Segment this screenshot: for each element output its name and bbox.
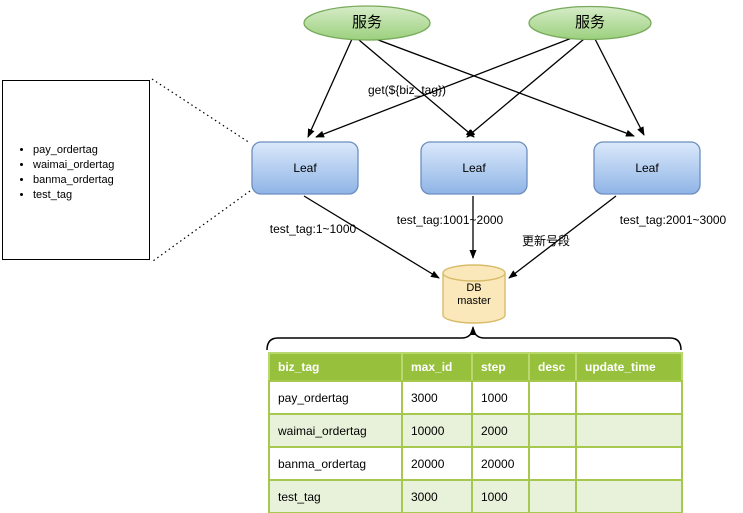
col-header-step: step <box>471 352 530 382</box>
segment-edge-label-3: test_tag:2001~3000 <box>619 213 727 227</box>
cell-biz-tag: pay_ordertag <box>268 380 403 415</box>
leaf-node-2 <box>420 141 528 195</box>
leaf-node-3 <box>593 141 701 195</box>
tag-list-item: banma_ordertag <box>33 173 149 188</box>
arrow-service1-leaf1 <box>307 38 353 138</box>
biz-tag-list-box: pay_ordertag waimai_ordertag banma_order… <box>2 80 150 260</box>
db-cylinder-body <box>442 273 506 324</box>
leaf-node-label: Leaf <box>462 161 486 175</box>
table-overbrace <box>266 329 682 351</box>
col-header-desc: desc <box>528 352 577 382</box>
service-node-label: 服务 <box>351 14 382 31</box>
cell-biz-tag: banma_ordertag <box>268 446 403 481</box>
arrow-service2-leaf3 <box>594 38 645 136</box>
cell-update-time <box>575 446 683 481</box>
cell-update-time <box>575 413 683 448</box>
segment-edge-label-2: test_tag:1001~2000 <box>396 213 504 227</box>
tag-list-item: pay_ordertag <box>33 143 149 158</box>
table-row: banma_ordertag 20000 20000 <box>268 446 683 481</box>
cell-step: 1000 <box>471 380 530 415</box>
leaf-node-label: Leaf <box>293 161 317 175</box>
cell-desc <box>528 479 577 513</box>
cell-biz-tag: waimai_ordertag <box>268 413 403 448</box>
biz-tag-table: biz_tag max_id step desc update_time pay… <box>268 352 683 513</box>
cell-step: 1000 <box>471 479 530 513</box>
service-node-2 <box>528 5 652 41</box>
request-edge-label: get(${biz_tag}) <box>367 83 447 97</box>
arrow-service2-leaf1 <box>315 35 578 138</box>
biz-tag-list: pay_ordertag waimai_ordertag banma_order… <box>3 81 149 203</box>
update-segment-edge-label: 更新号段 <box>521 234 570 248</box>
cell-desc <box>528 446 577 481</box>
col-header-max-id: max_id <box>401 352 473 382</box>
leaf-node-1 <box>251 141 359 195</box>
arrow-service2-leaf2 <box>466 38 585 138</box>
leaf-node-label: Leaf <box>635 161 659 175</box>
cell-max-id: 20000 <box>401 446 473 481</box>
tag-list-item: test_tag <box>33 188 149 203</box>
arrow-leaf3-db <box>508 195 617 279</box>
db-cylinder-top <box>442 264 506 282</box>
cell-step: 2000 <box>471 413 530 448</box>
segment-edge-label-1: test_tag:1~1000 <box>269 222 357 236</box>
tag-list-item: waimai_ordertag <box>33 158 149 173</box>
dotted-connector-bottom <box>152 190 251 262</box>
table-row: pay_ordertag 3000 1000 <box>268 380 683 415</box>
cell-desc <box>528 380 577 415</box>
arrow-service1-leaf2 <box>358 39 475 138</box>
db-node-label-line1: DB <box>466 282 482 294</box>
service-node-label: 服务 <box>574 14 605 31</box>
cell-max-id: 3000 <box>401 380 473 415</box>
cell-max-id: 3000 <box>401 479 473 513</box>
cell-update-time <box>575 380 683 415</box>
cell-biz-tag: test_tag <box>268 479 403 513</box>
dotted-connector-top <box>151 78 251 144</box>
arrow-service1-leaf3 <box>372 37 635 137</box>
cell-max-id: 10000 <box>401 413 473 448</box>
service-node-1 <box>303 5 431 41</box>
col-header-update-time: update_time <box>575 352 683 382</box>
col-header-biz-tag: biz_tag <box>268 352 403 382</box>
cell-update-time <box>575 479 683 513</box>
cell-desc <box>528 413 577 448</box>
table-header-row: biz_tag max_id step desc update_time <box>268 352 683 382</box>
db-node-label-line2: master <box>457 295 491 307</box>
table-row: test_tag 3000 1000 <box>268 479 683 513</box>
arrow-leaf1-db <box>303 195 440 279</box>
table-row: waimai_ordertag 10000 2000 <box>268 413 683 448</box>
cell-step: 20000 <box>471 446 530 481</box>
